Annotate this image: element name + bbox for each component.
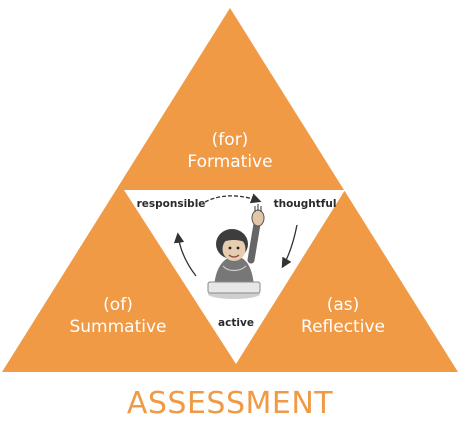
arrow-active-to-responsible	[173, 232, 197, 277]
right-label-prefix: (as)	[327, 295, 360, 315]
label-thoughtful: thoughtful	[274, 198, 337, 210]
top-label-prefix: (for)	[212, 130, 249, 150]
left-label-prefix: (of)	[103, 295, 133, 315]
left-label-title: Summative	[69, 317, 166, 337]
label-active: active	[218, 317, 254, 329]
top-label-title: Formative	[187, 152, 272, 172]
child-raising-hand-illustration	[207, 204, 265, 299]
arrow-responsible-to-thoughtful	[204, 193, 262, 204]
assessment-title: ASSESSMENT	[127, 386, 333, 421]
right-label-title: Reflective	[301, 317, 385, 337]
arrow-thoughtful-to-active	[281, 224, 298, 269]
label-responsible: responsible	[137, 198, 206, 210]
